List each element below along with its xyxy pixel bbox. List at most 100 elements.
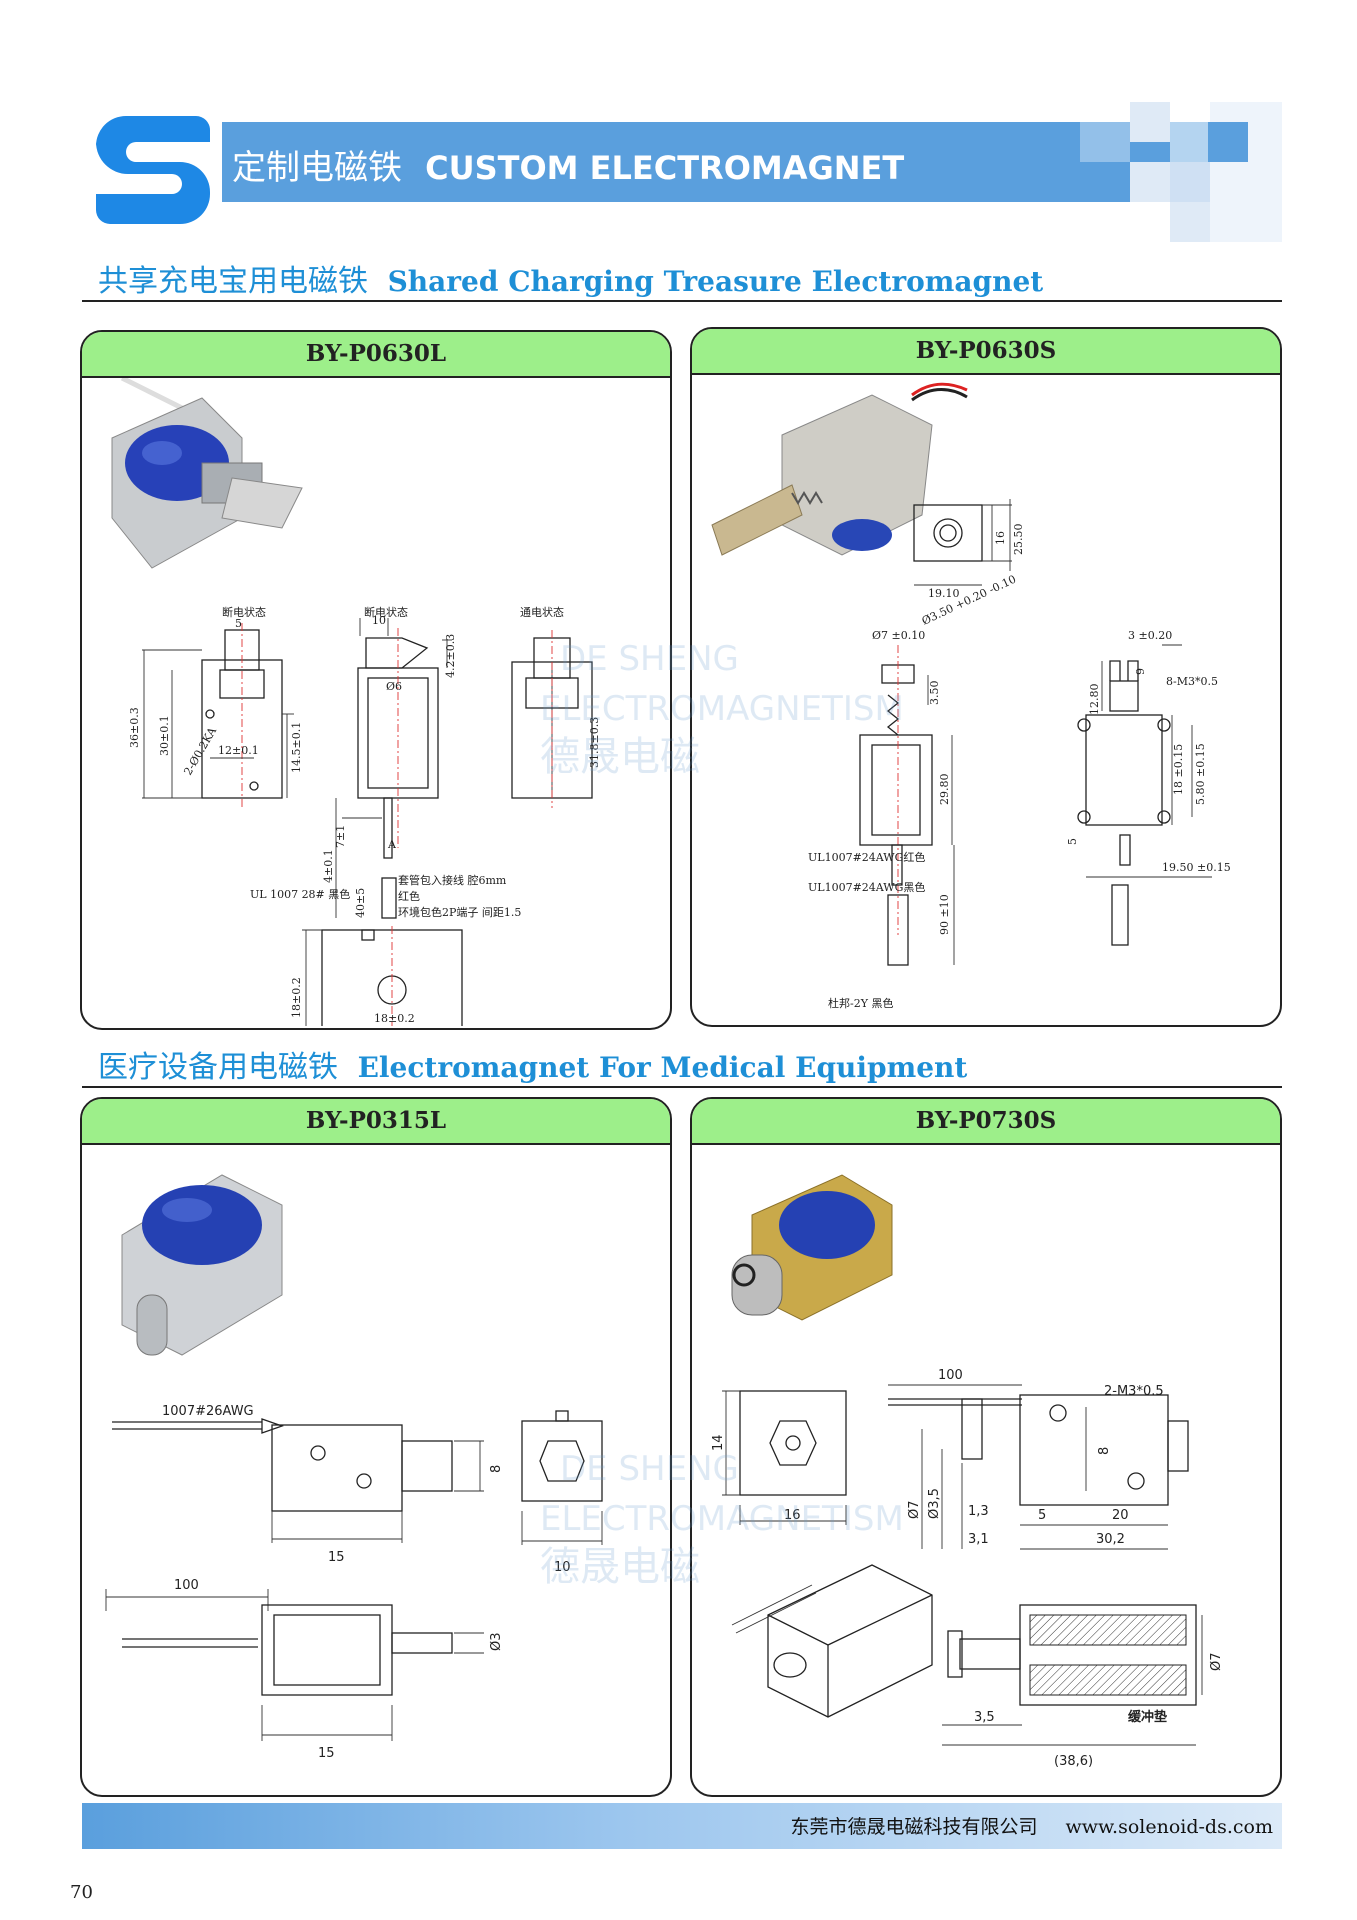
dim-36: 36±0.3: [128, 707, 141, 748]
dim-d7-a: Ø7: [907, 1500, 922, 1519]
terminal-label: 环境包色2P端子 间距1.5: [398, 905, 521, 919]
dim-9: 9: [1134, 668, 1147, 675]
state-label-1: 断电状态: [222, 605, 266, 619]
dim-3: 3 ±0.20: [1128, 629, 1172, 642]
dim-d3: Ø3: [489, 1632, 504, 1651]
dim-31-8: 31.8±0.3: [588, 717, 601, 768]
view-main: [859, 645, 955, 966]
connector-label: 杜邦-2Y 黑色: [828, 996, 893, 1010]
view-bottom: [105, 1589, 484, 1741]
section-divider: [82, 300, 1282, 302]
dim-12: 12±0.1: [218, 744, 259, 757]
dim-29-8: 29.80: [938, 774, 951, 806]
dim-8: 8: [489, 1465, 504, 1473]
dim-15-b: 15: [318, 1746, 335, 1761]
product-photo-p0315l: [121, 1174, 283, 1356]
drawing-by-p0315l: 1007#26AWG 15 8 10 10: [105, 1174, 603, 1761]
wire-red-label: UL1007#24AWG红色: [808, 850, 925, 864]
dim-3-1: 3,1: [968, 1532, 989, 1547]
dim-16: 16: [994, 531, 1007, 545]
section-title-zh: 共享充电宝用电磁铁: [98, 264, 368, 299]
footer-bar: [82, 1803, 1282, 1849]
product-panel-by-p0630s: BY-P0630S 16 25.50 19.10: [690, 327, 1282, 1027]
wire-label-red: 红色: [398, 889, 420, 903]
dim-d3-5: Ø3.50 +0.20 -0.10: [920, 573, 1018, 628]
dim-40: 40±5: [354, 888, 367, 918]
dim-18-h: 18±0.2: [374, 1012, 415, 1025]
section-title-zh: 医疗设备用电磁铁: [98, 1050, 338, 1085]
panel-model-title: BY-P0630S: [692, 329, 1280, 375]
dim-19-1: 19.10: [928, 587, 960, 600]
drawing-by-p0730s: 14 16 100 2-M3*0.5 8 Ø7 Ø3,5 1,3 3,1 5 2…: [711, 1174, 1224, 1769]
sleeve-label: 套管包入接线 腔6mm: [398, 873, 507, 887]
dim-3-5: 3,5: [974, 1710, 995, 1725]
dim-15-a: 15: [328, 1550, 345, 1565]
header-title-zh: 定制电磁铁: [232, 148, 402, 188]
dim-25-5: 25.50: [1012, 524, 1025, 556]
view-side: [888, 1384, 1189, 1550]
product-photo-p0630s: [711, 382, 968, 556]
page-number: 70: [70, 1882, 93, 1903]
dim-38-6: (38,6): [1054, 1754, 1093, 1769]
dim-90: 90 ±10: [938, 894, 951, 935]
dim-5: 5: [1038, 1508, 1046, 1523]
view-bottom: [302, 926, 463, 1026]
footer-contact: 东莞市德晟电磁科技有限公司 www.solenoid-ds.com: [790, 1812, 1273, 1839]
company-name: 东莞市德晟电磁科技有限公司: [790, 1816, 1038, 1838]
product-photo-p0630l: [111, 378, 303, 569]
dim-d3-5: Ø3,5: [927, 1488, 942, 1519]
header-banner: [222, 122, 1282, 202]
dim-5: 5: [1066, 838, 1079, 845]
dim-14: 14: [711, 1434, 726, 1451]
product-panel-by-p0315l: BY-P0315L 1007#26AWG 15 8: [80, 1097, 672, 1797]
dim-14-5: 14.5±0.1: [290, 722, 303, 773]
dim-3-5: 3.50: [928, 681, 941, 706]
dim-5-8: 5.80 ±0.15: [1194, 743, 1207, 805]
label-a: A: [387, 838, 397, 851]
dim-2-m3: 2-M3*0.5: [1104, 1384, 1164, 1399]
dim-10: 10: [372, 614, 386, 627]
dim-d6: Ø6: [386, 680, 402, 693]
section-title-shared-charging: 共享充电宝用电磁铁 Shared Charging Treasure Elect…: [98, 256, 1043, 300]
panel-model-title: BY-P0630L: [82, 332, 670, 378]
view-end: [722, 1390, 847, 1525]
view-power-on: [511, 630, 593, 808]
state-label-3: 通电状态: [520, 605, 564, 619]
view-side: [112, 1418, 484, 1543]
product-panel-by-p0730s: BY-P0730S 14 16: [690, 1097, 1282, 1797]
drawing-by-p0630l: 断电状态 断电状态 通电状态 5 36±0.3 30±0.1 2-Ø0.2KA …: [111, 378, 601, 1026]
header-title-en: CUSTOM ELECTROMAGNET: [425, 149, 905, 187]
drawing-by-p0630s: 16 25.50 19.10 Ø7 ±0.10 Ø3.50 +0.20 -0.1…: [711, 382, 1231, 1010]
dim-19-5: 19.50 ±0.15: [1162, 861, 1231, 874]
dim-4: 4±0.1: [322, 849, 335, 883]
dim-8: 8: [1097, 1447, 1112, 1455]
view-isometric: [731, 1564, 933, 1718]
panel-model-title: BY-P0730S: [692, 1099, 1280, 1145]
panel-model-title: BY-P0315L: [82, 1099, 670, 1145]
dim-18-015: 18 ±0.15: [1172, 744, 1185, 795]
dim-8-m3: 8-M3*0.5: [1166, 675, 1218, 688]
buffer-pad-label: 缓冲垫: [1128, 1709, 1167, 1725]
dim-18-v: 18±0.2: [290, 977, 303, 1018]
view-section: [942, 1604, 1203, 1746]
wire-label-black: UL 1007 28# 黑色: [250, 887, 350, 901]
dim-7: 7±1: [334, 825, 347, 848]
dim-5: 5: [235, 617, 242, 630]
view-power-off-2: [335, 618, 553, 919]
view-end: [913, 499, 1012, 586]
dim-20: 20: [1112, 1508, 1129, 1523]
wire-awg-label: 1007#26AWG: [162, 1404, 254, 1419]
dim-30-2: 30,2: [1096, 1532, 1125, 1547]
dim-1-3: 1,3: [968, 1504, 989, 1519]
dim-12-8: 12.80: [1088, 684, 1101, 716]
dim-30: 30±0.1: [158, 715, 171, 756]
ds-s-logo-icon: [96, 116, 210, 224]
company-url[interactable]: www.solenoid-ds.com: [1065, 1816, 1273, 1838]
dim-100: 100: [938, 1368, 963, 1383]
dim-4-2: 4.2±0.3: [444, 634, 457, 678]
state-label-2: 断电状态: [364, 605, 408, 619]
section-title-medical: 医疗设备用电磁铁 Electromagnet For Medical Equip…: [98, 1042, 967, 1086]
dim-100: 100: [174, 1578, 199, 1593]
dim-d7: Ø7 ±0.10: [872, 629, 925, 642]
header-title: 定制电磁铁 CUSTOM ELECTROMAGNET: [232, 140, 904, 189]
